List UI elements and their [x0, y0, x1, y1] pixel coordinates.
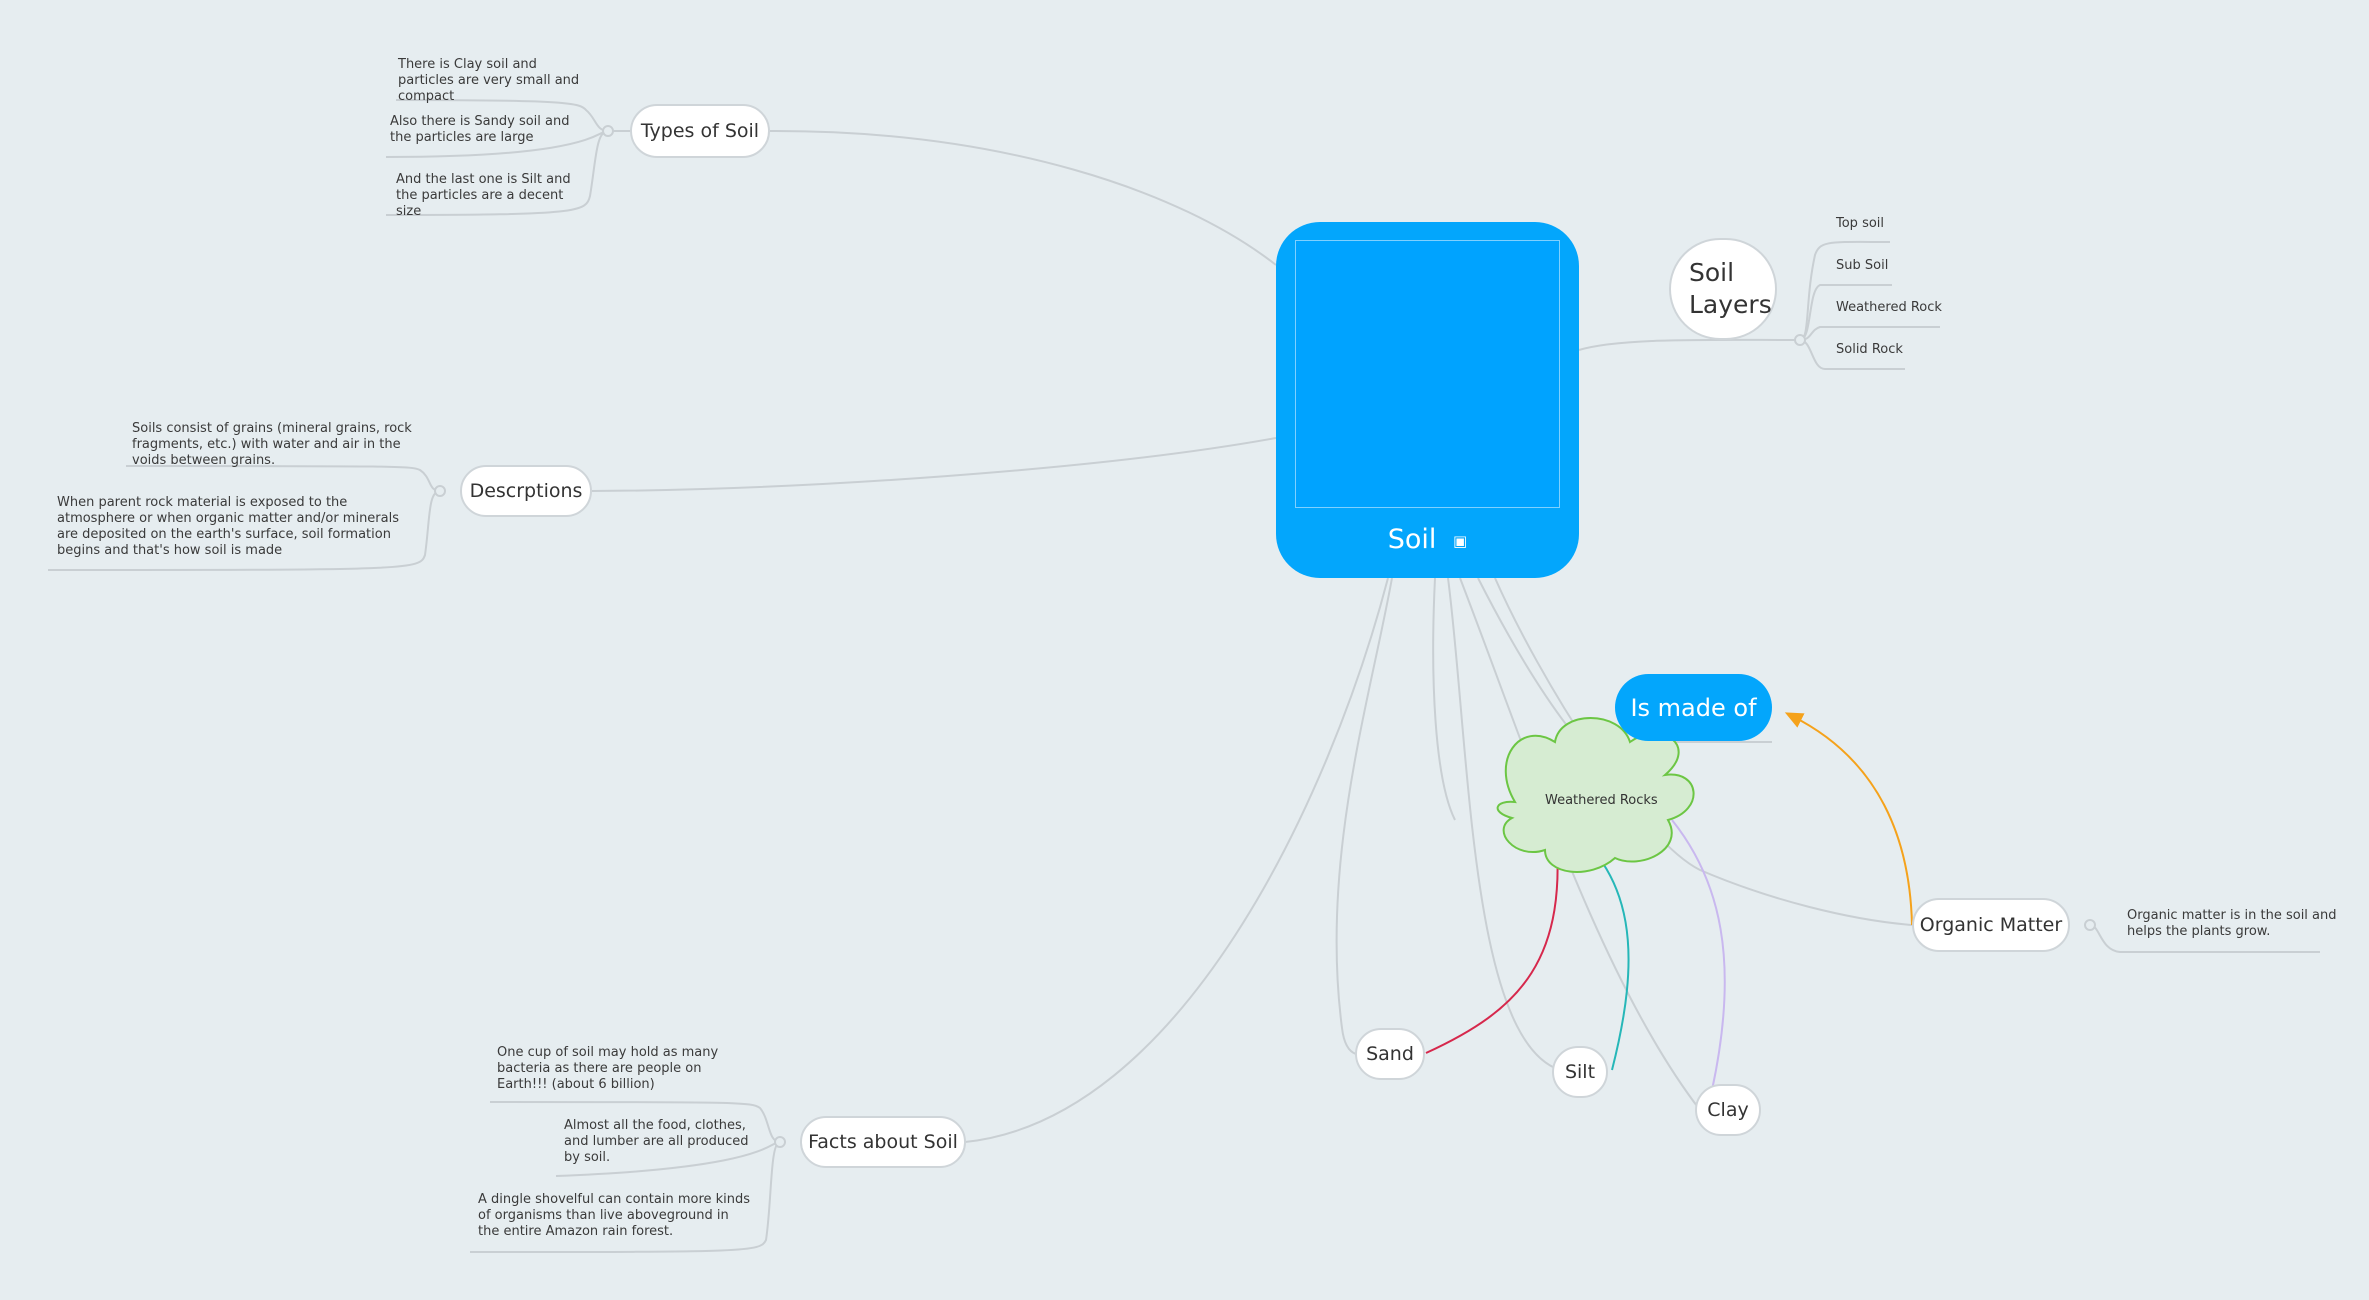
- types-of-soil-label: Types of Soil: [640, 120, 760, 142]
- soil-layers-node[interactable]: Soil Layers: [1669, 238, 1777, 340]
- organic-matter-label: Organic Matter: [1919, 914, 2063, 936]
- central-topic-soil[interactable]: Soil ▣: [1276, 222, 1579, 578]
- facts-leaf-food: Almost all the food, clothes, and lumber…: [564, 1118, 749, 1165]
- connector-silt: [1447, 577, 1561, 1071]
- connector-descriptions: [591, 437, 1277, 492]
- types-of-soil-leaf-clay: There is Clay soil and particles are ver…: [398, 57, 580, 104]
- soil-layers-label: Soil Layers: [1689, 258, 1772, 319]
- facts-leaf-shovelful: A dingle shovelful can contain more kind…: [478, 1192, 751, 1239]
- connector-weathered-1: [1432, 577, 1456, 821]
- descriptions-leaf-grains: Soils consist of grains (mineral grains,…: [132, 421, 412, 468]
- organic-to-is-made-of-arrow: [1784, 712, 1913, 926]
- silt-node[interactable]: Silt: [1552, 1046, 1608, 1098]
- soil-layers-leaf-top-soil: Top soil: [1836, 216, 1885, 231]
- soil-layers-leaf-sub-soil: Sub Soil: [1836, 258, 1889, 273]
- types-of-soil-leaf-sandy: Also there is Sandy soil and the particl…: [390, 114, 570, 145]
- is-made-of-node[interactable]: Is made of: [1615, 674, 1772, 741]
- organic-matter-leaf: Organic matter is in the soil and helps …: [2127, 908, 2337, 939]
- connector-sand: [1335, 577, 1393, 1055]
- types-of-soil-leaf-silt: And the last one is Silt and the particl…: [396, 172, 571, 219]
- weathered-rocks-label: Weathered Rocks: [1545, 793, 1658, 808]
- image-icon[interactable]: ▣: [1453, 531, 1468, 550]
- connector-facts: [964, 577, 1389, 1143]
- sand-label: Sand: [1366, 1043, 1414, 1065]
- facts-about-soil-label: Facts about Soil: [808, 1131, 958, 1153]
- connector-organic: [1494, 577, 1913, 926]
- sand-node[interactable]: Sand: [1355, 1028, 1425, 1080]
- descriptions-label: Descrptions: [469, 480, 583, 502]
- leaf-connectors: [47, 99, 2320, 1253]
- clay-label: Clay: [1707, 1099, 1749, 1121]
- soil-layers-leaf-weathered-rock: Weathered Rock: [1836, 300, 1942, 315]
- soil-layers-leaf-solid-rock: Solid Rock: [1836, 342, 1903, 357]
- descriptions-leaf-formation: When parent rock material is exposed to …: [57, 495, 399, 558]
- facts-about-soil-node[interactable]: Facts about Soil: [800, 1116, 966, 1168]
- types-of-soil-node[interactable]: Types of Soil: [630, 104, 770, 158]
- clay-node[interactable]: Clay: [1695, 1084, 1761, 1136]
- facts-leaf-bacteria: One cup of soil may hold as many bacteri…: [497, 1045, 719, 1092]
- connector-soil-layers: [1578, 338, 1801, 351]
- weathered-rocks-cloud[interactable]: [1496, 717, 1695, 873]
- central-topic-title: Soil ▣: [1387, 524, 1468, 555]
- sand-to-weathered-rocks-arrow: [1425, 814, 1565, 1054]
- organic-matter-node[interactable]: Organic Matter: [1912, 898, 2070, 952]
- central-topic-image: [1295, 240, 1560, 508]
- is-made-of-label: Is made of: [1630, 693, 1757, 722]
- connector-types-of-soil: [769, 129, 1277, 266]
- silt-label: Silt: [1564, 1061, 1596, 1083]
- clay-to-weathered-rocks-line: [1671, 819, 1726, 1091]
- descriptions-node[interactable]: Descrptions: [460, 465, 592, 517]
